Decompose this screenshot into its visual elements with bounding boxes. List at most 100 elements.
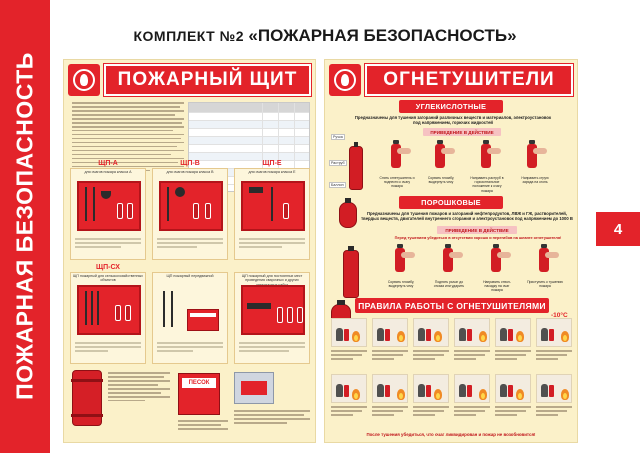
powder-purpose: Предназначены для тушения пожаров и заго…: [361, 211, 573, 222]
person-icon: [336, 328, 343, 341]
fire-blanket-icon: [234, 372, 274, 404]
part-label: Раструб: [329, 160, 347, 166]
rule-caption-lines: [454, 406, 490, 418]
shield-desc: для очагов пожара класса А: [84, 170, 132, 174]
co2-step-caption: Направить раструб в горизонтальное полож…: [470, 176, 504, 193]
flame-icon: [434, 331, 442, 342]
co2-step-caption: Сорвать пломбу, выдернуть чеку: [427, 176, 455, 185]
extinguisher-icon: [344, 385, 349, 397]
shield-desc: ЩП пожарный для постоянных мест проведен…: [241, 274, 303, 287]
flame-icon: [434, 389, 442, 400]
poster-title: ПОЖАРНЫЙ ЩИТ: [103, 63, 312, 97]
person-icon: [459, 328, 466, 341]
powder-extinguisher-icon: [343, 246, 359, 298]
fire-board-icon: [77, 285, 141, 335]
person-icon: [336, 384, 343, 397]
extinguisher-icon: [508, 329, 513, 341]
powder-step-caption: Приступить к тушению пожара: [527, 280, 563, 289]
powder-action-label: ПРИВЕДЕНИЕ В ДЕЙСТВИЕ: [437, 226, 517, 234]
rule-caption-lines: [413, 350, 449, 362]
extinguisher-icon: [385, 329, 390, 341]
water-barrel-icon: [71, 370, 103, 426]
flame-icon: [479, 389, 487, 400]
flame-icon: [561, 389, 569, 400]
powder-heading: ПОРОШКОВЫЕ: [399, 196, 503, 209]
fire-board-icon: [241, 285, 305, 335]
powder-step-3: [481, 244, 513, 278]
shield-code: ЩП-СХ: [96, 264, 120, 271]
rule-pictogram: [372, 318, 408, 347]
co2-step-3: [471, 140, 503, 174]
person-icon: [377, 384, 384, 397]
flame-icon: [352, 331, 360, 342]
fire-safety-logo-icon: [68, 64, 100, 96]
co2-action-label: ПРИВЕДЕНИЕ В ДЕЙСТВИЕ: [423, 128, 501, 136]
barrel-notes: [108, 372, 170, 404]
flame-icon: [516, 389, 524, 400]
flame-icon: [352, 389, 360, 400]
sand-notes: [178, 420, 228, 432]
header-title: «ПОЖАРНАЯ БЕЗОПАСНОСТЬ»: [248, 26, 517, 45]
extinguisher-icon: [549, 385, 554, 397]
temperature-label: -10°С: [551, 312, 568, 319]
flame-icon: [516, 331, 524, 342]
flame-icon: [397, 389, 405, 400]
sand-box-icon: ПЕСОК: [178, 373, 220, 415]
poster-fire-shield[interactable]: ПОЖАРНЫЙ ЩИТ ЩП-А для очагов пожара клас…: [63, 59, 316, 443]
shield-class-b: ЩП-В для очагов пожара класса B: [152, 160, 228, 260]
shield-agricultural: ЩП-СХ ЩП пожарный для сельскохозяйственн…: [70, 264, 146, 364]
fire-board-icon: [241, 181, 305, 231]
rules-heading: ПРАВИЛА РАБОТЫ С ОГНЕТУШИТЕЛЯМИ: [355, 298, 549, 313]
co2-heading: УГЛЕКИСЛОТНЫЕ: [399, 100, 503, 113]
mobile-shield-icon: [159, 285, 223, 335]
part-label: Баллон: [329, 182, 346, 188]
extinguisher-icon: [426, 385, 431, 397]
side-title: ПОЖАРНАЯ БЕЗОПАСНОСТЬ: [11, 52, 38, 400]
rule-pictogram: [331, 374, 367, 403]
powder-step-4: [529, 244, 561, 278]
extinguisher-icon: [385, 385, 390, 397]
shield-desc: для очагов пожара класса B: [166, 170, 214, 174]
rule-pictogram: [372, 374, 408, 403]
poster-extinguishers[interactable]: ОГНЕТУШИТЕЛИ УГЛЕКИСЛОТНЫЕ Предназначены…: [324, 59, 578, 443]
fire-extinguisher-logo-icon: [329, 64, 361, 96]
co2-step-4: [517, 140, 549, 174]
extinguisher-icon: [549, 329, 554, 341]
person-icon: [541, 328, 548, 341]
rule-caption-lines: [536, 350, 572, 362]
rule-pictogram: [331, 318, 367, 347]
rule-pictogram: [495, 374, 531, 403]
person-icon: [418, 384, 425, 397]
extinguisher-icon: [467, 385, 472, 397]
rule-pictogram: [536, 318, 572, 347]
part-label: Ручка: [331, 134, 345, 140]
rules-footer: После тушения убедиться, что очаг ликвид…: [366, 432, 536, 437]
rule-pictogram: [454, 318, 490, 347]
sand-label: ПЕСОК: [182, 378, 216, 388]
fire-board-icon: [159, 181, 223, 231]
rule-pictogram: [536, 374, 572, 403]
person-icon: [541, 384, 548, 397]
shield-desc: ЩП пожарный передвижной: [166, 274, 214, 278]
person-icon: [459, 384, 466, 397]
rule-pictogram: [413, 374, 449, 403]
shield-welding: ЩП пожарный для постоянных мест проведен…: [234, 272, 310, 364]
side-band: [0, 0, 50, 453]
flame-icon: [561, 331, 569, 342]
rule-pictogram: [413, 318, 449, 347]
shield-mobile: ЩП пожарный передвижной: [152, 272, 228, 364]
shield-class-e: ЩП-Е для очагов пожара класса E: [234, 160, 310, 260]
co2-step-1: [381, 140, 413, 174]
shield-code: ЩП-В: [180, 160, 200, 167]
shield-class-a: ЩП-А для очагов пожара класса А: [70, 160, 146, 260]
person-icon: [377, 328, 384, 341]
rule-pictogram: [495, 318, 531, 347]
rule-caption-lines: [413, 406, 449, 418]
powder-note: Перед тушением убедиться в отсутствии хо…: [394, 236, 562, 240]
rule-caption-lines: [454, 350, 490, 362]
rule-caption-lines: [372, 350, 408, 362]
powder-step-1: [385, 244, 417, 278]
co2-step-2: [425, 140, 457, 174]
person-icon: [500, 328, 507, 341]
co2-trolley-extinguisher-icon: [339, 198, 357, 228]
